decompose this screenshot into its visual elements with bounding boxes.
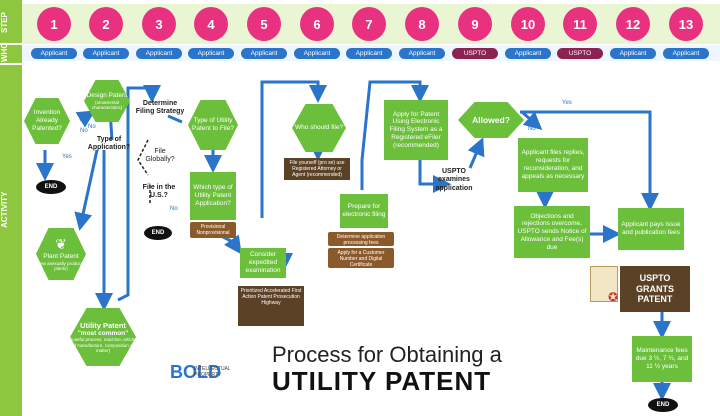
end-oval-2: END <box>144 226 172 240</box>
maintenance-node: Maintenance fees due 3 ½, 7 ½, and 11 ½ … <box>632 336 692 382</box>
file-globally-label: File Globally? <box>145 148 175 165</box>
customer-number-node: Apply for a Customer Number and Digital … <box>328 248 394 268</box>
utility-patent-title: Utility Patent <box>80 321 126 330</box>
uspto-grants-node: USPTO GRANTS PATENT <box>620 266 690 312</box>
objections-overcome-node: Objections and rejections overcome, USPT… <box>514 206 590 258</box>
yes-label-allowed: Yes <box>562 100 572 106</box>
type-application-label: Type of Application? <box>84 136 134 153</box>
fees-node: Determine application processing fees <box>328 232 394 246</box>
uspto-examines-label: USPTO examines application <box>428 168 480 193</box>
no-label-3: No <box>170 206 178 212</box>
logo-subtitle: INTELLECTUAL PROPERTY <box>194 366 250 378</box>
applicant-replies-node: Applicant files replies, requests for re… <box>518 138 588 192</box>
yes-label-1: Yes <box>62 154 72 160</box>
end-oval-3: END <box>648 398 678 412</box>
seal-icon: ✪ <box>608 290 618 304</box>
applicant-pays-node: Applicant pays issue and publication fee… <box>618 208 684 250</box>
design-patent-subtitle: (ornamental characteristics) <box>84 100 130 111</box>
no-label-2: No <box>88 124 96 130</box>
expedited-options: Prioritized Accelerated First Action Pat… <box>238 286 304 326</box>
provisional-options: Provisional Nonprovisional <box>190 222 236 238</box>
which-type-node: Which type of Utility Patent Application… <box>190 172 236 220</box>
utility-patent-subtitle: (useful process, machine, article of man… <box>70 337 136 353</box>
file-yourself-node: File yourself (pro se) use Registered At… <box>284 158 350 180</box>
no-label-allowed: No <box>528 126 536 132</box>
plant-icon: ❦ <box>55 236 67 253</box>
determine-filing-label: Determine Filing Strategy <box>134 100 186 117</box>
plant-patent-title: Plant Patent <box>43 253 78 261</box>
utility-most-common: "most common" <box>78 330 129 338</box>
title-line-2: UTILITY PATENT <box>272 366 491 397</box>
title-line-1: Process for Obtaining a <box>272 342 502 368</box>
end-oval-1: END <box>36 180 66 194</box>
file-us-label: File in the U.S.? <box>142 184 176 201</box>
no-label-1: No <box>80 128 88 134</box>
apply-patent-node: Apply for Patent Using Electronic Filing… <box>384 100 448 160</box>
consider-expedited-node: Consider expedited examination <box>240 248 286 278</box>
prepare-filing-node: Prepare for electronic filing <box>340 194 388 228</box>
design-patent-title: Design Patent <box>87 92 128 100</box>
